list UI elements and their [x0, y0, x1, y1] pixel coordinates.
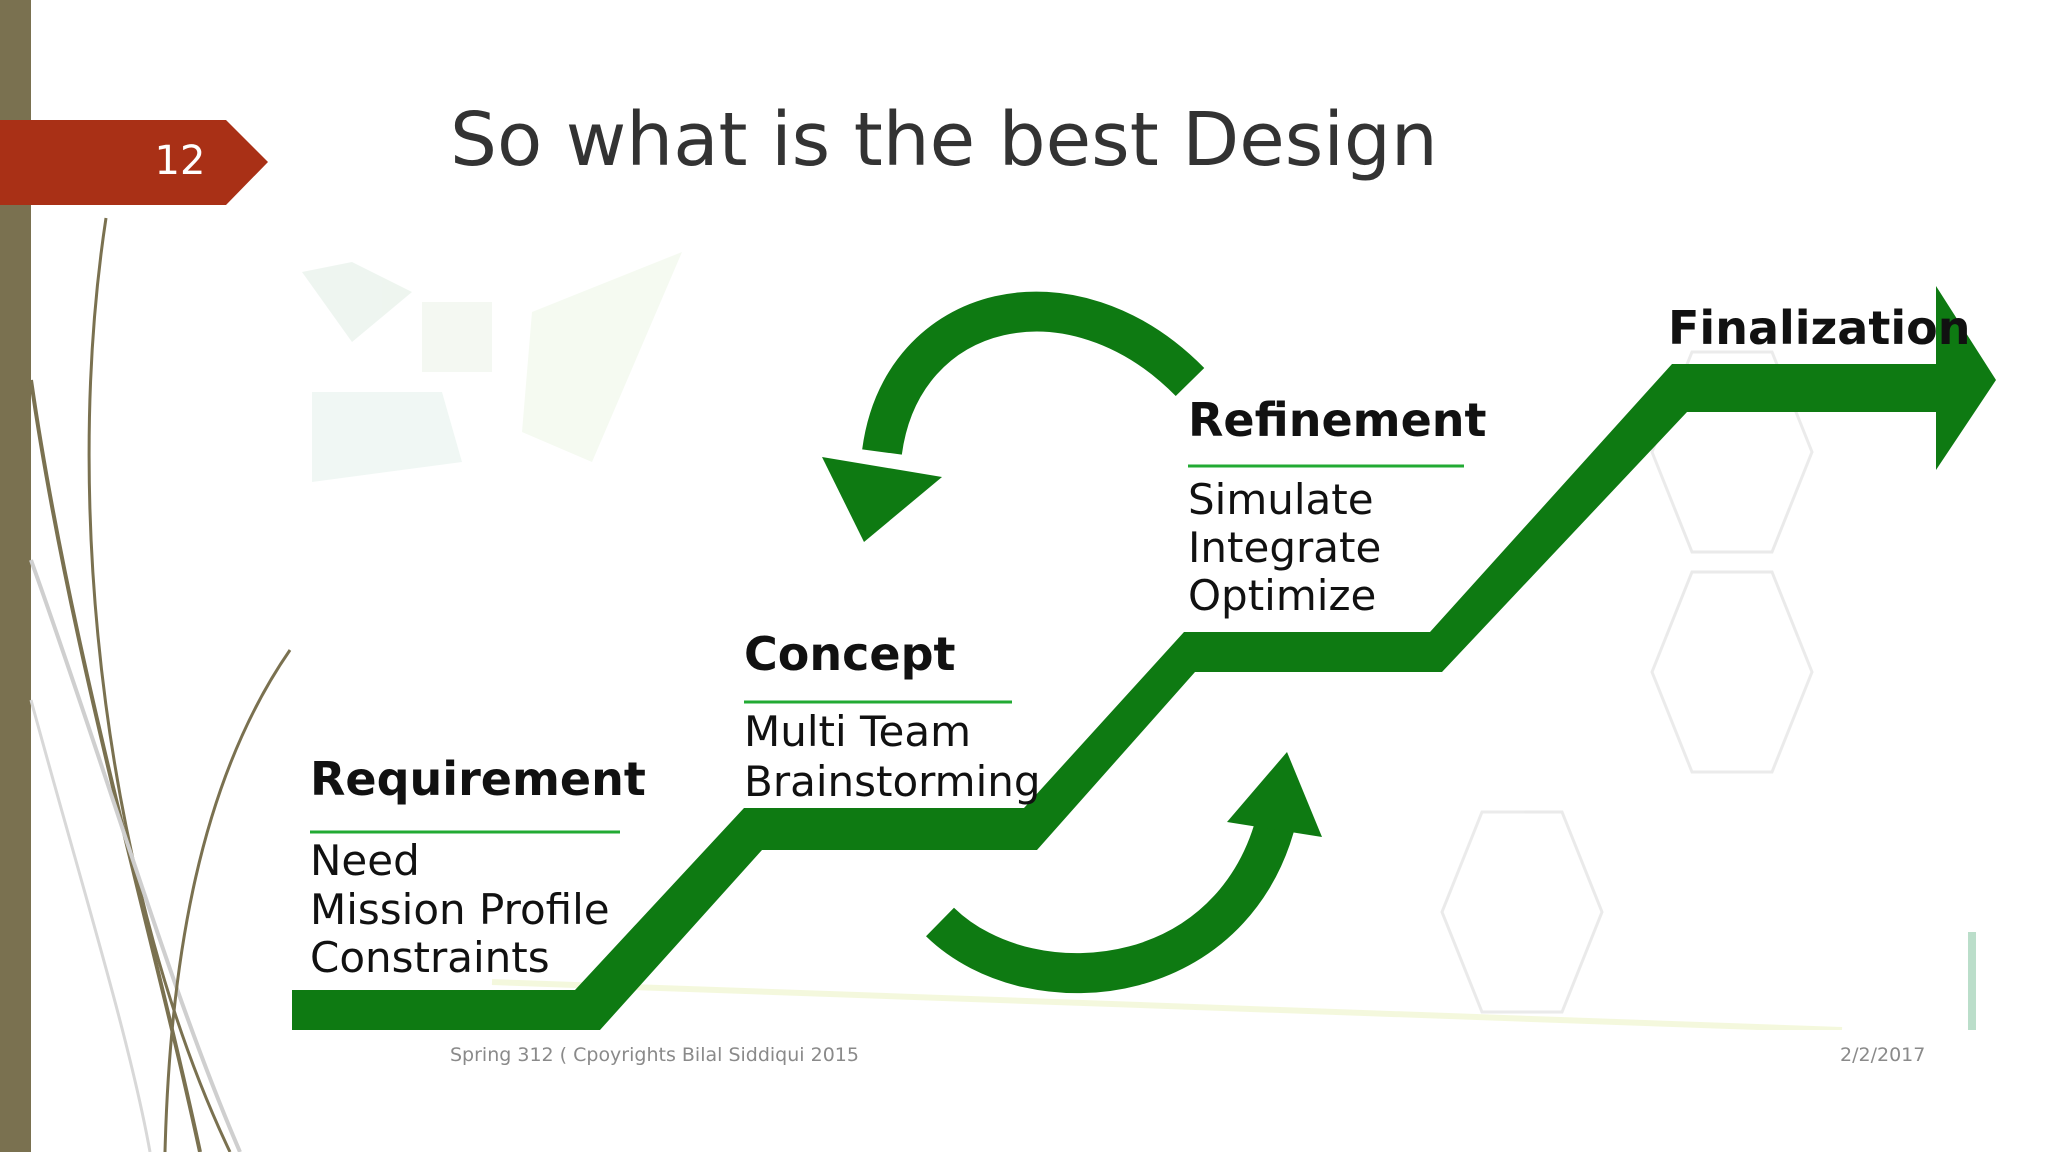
cycle-arrow-bottom-head-icon: [1227, 752, 1322, 837]
stage-title-requirement: Requirement: [310, 752, 646, 806]
footer-date: 2/2/2017: [1840, 1044, 1926, 1066]
stage-item-need: Need: [310, 836, 420, 885]
stage-item-brainstorming: Brainstorming: [744, 757, 1041, 806]
cycle-arrow-top-icon: [862, 291, 1205, 456]
stage-item-mission-profile: Mission Profile: [310, 885, 610, 934]
stage-item-integrate: Integrate: [1188, 523, 1381, 572]
stage-item-optimize: Optimize: [1188, 571, 1376, 620]
slide-number-tab: [0, 120, 268, 205]
staircase-arrow: [292, 286, 1996, 1030]
stage-title-concept: Concept: [744, 627, 956, 681]
design-process-diagram: Requirement Need Mission Profile Constra…: [292, 252, 1996, 1030]
stage-title-refinement: Refinement: [1188, 393, 1487, 447]
footer-copyright: Spring 312 ( Cpoyrights Bilal Siddiqui 2…: [450, 1044, 859, 1066]
stage-item-simulate: Simulate: [1188, 475, 1374, 524]
slide-number: 12: [154, 138, 206, 184]
stage-item-constraints: Constraints: [310, 933, 550, 982]
decorative-grass-lines: [29, 217, 292, 1152]
stage-title-finalization: Finalization: [1668, 301, 1970, 355]
background-decoration: [302, 252, 1976, 1030]
cycle-arrow-bottom-icon: [926, 788, 1302, 994]
slide-title: So what is the best Design: [450, 97, 1438, 183]
cycle-arrow-top-head-icon: [822, 457, 942, 542]
stage-item-multi-team: Multi Team: [744, 707, 971, 756]
